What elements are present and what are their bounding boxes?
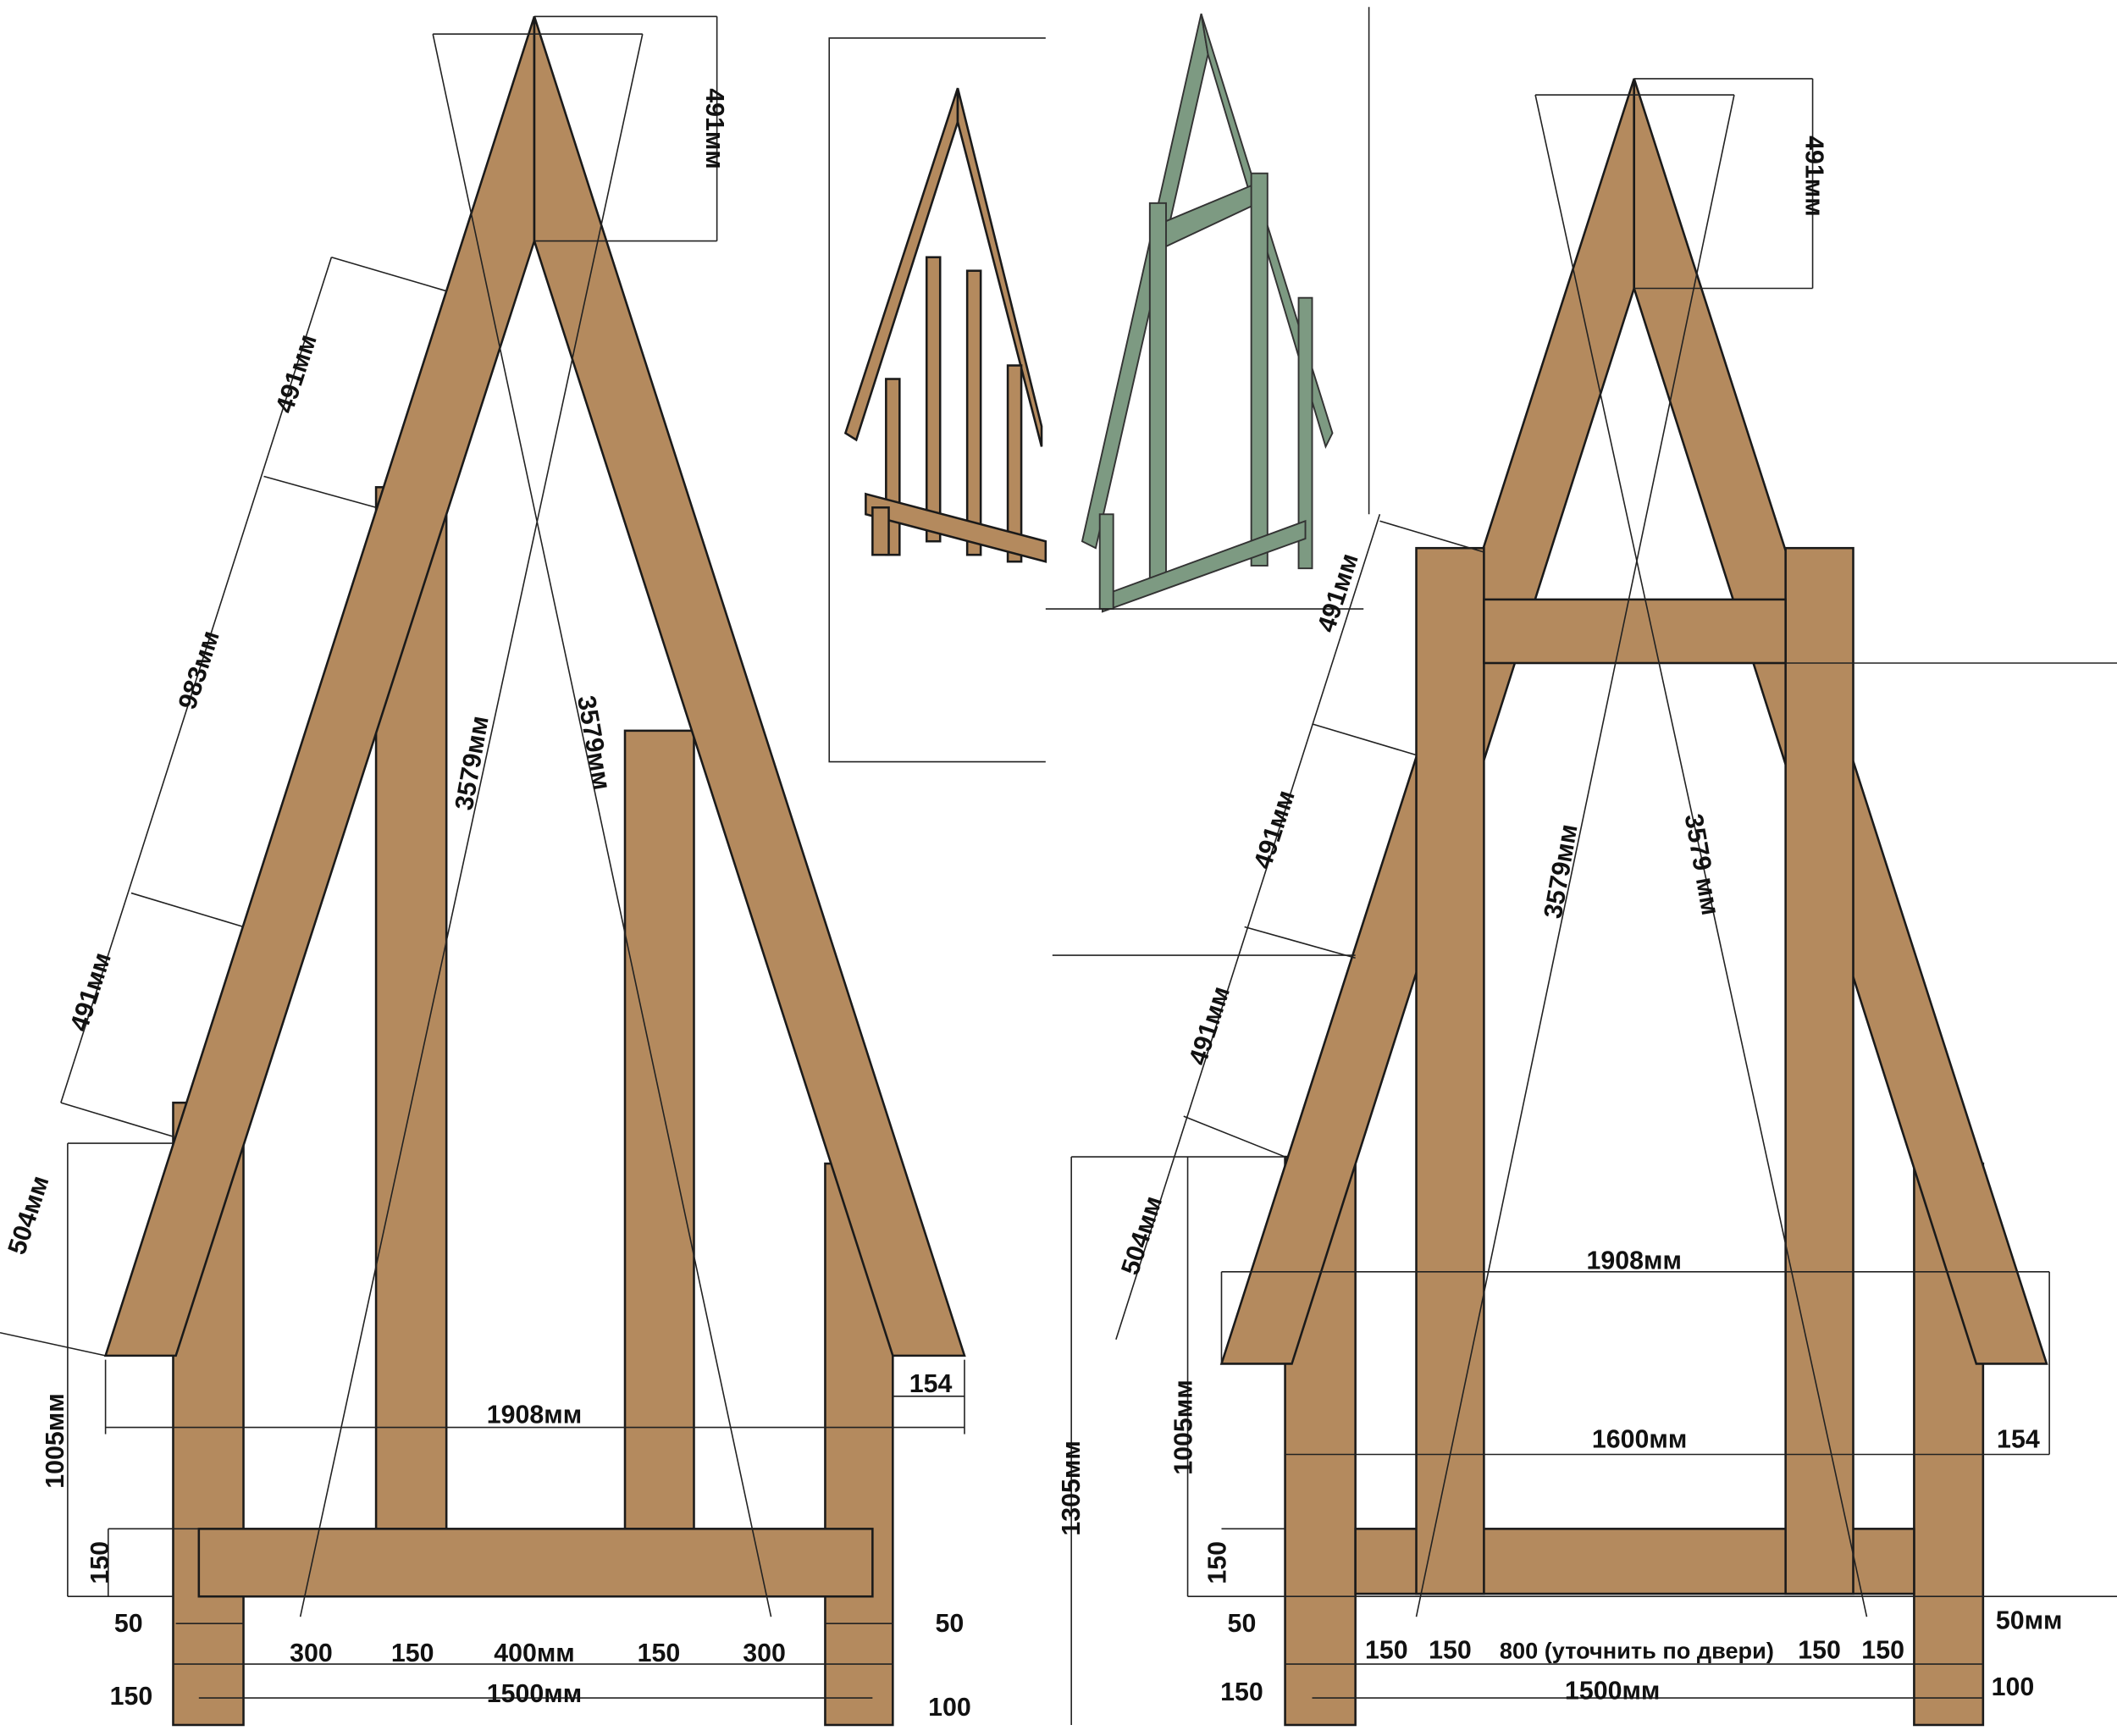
dim-label: 150 [110, 1683, 153, 1711]
dim-label: 3579мм [1539, 822, 1584, 921]
dim-label: 3579мм [450, 714, 495, 812]
right-dimension-lines [1052, 78, 2117, 1725]
dim-label: 150 [1429, 1637, 1472, 1665]
dim-label: 1908мм [487, 1402, 582, 1429]
left-dimension-lines [0, 15, 965, 1699]
dim-label: 1005мм [41, 1393, 69, 1488]
dim-label: 491мм [1184, 983, 1235, 1069]
dim-label: 50 [936, 1610, 965, 1638]
dim-label: 800 (уточнить по двери) [1500, 1638, 1774, 1664]
inset-3d-views [828, 7, 1370, 763]
dim-label: 150 [1861, 1637, 1904, 1665]
dim-label: 1005мм [1169, 1379, 1197, 1474]
dim-label: 150 [1365, 1637, 1408, 1665]
dim-label: 50мм [1996, 1607, 2063, 1635]
dim-label: 50 [1228, 1610, 1257, 1638]
dim-label: 504мм [3, 1172, 55, 1258]
dim-label: 300 [290, 1639, 333, 1667]
dim-label: 300 [743, 1639, 786, 1667]
dim-label: 150 [638, 1639, 681, 1667]
collar-beam [1483, 598, 1787, 665]
left-frame [103, 16, 966, 1727]
right-inner-post [623, 729, 695, 1530]
dim-label: 400мм [494, 1639, 575, 1667]
dim-label: 154 [909, 1370, 953, 1398]
left-inner-post [1415, 546, 1485, 1595]
dim-label: 50 [114, 1610, 143, 1638]
dim-label: 100 [928, 1694, 971, 1722]
dim-label: 150 [86, 1541, 114, 1584]
dim-label: 491мм [65, 949, 117, 1035]
right-inner-post [1784, 546, 1854, 1595]
right-rafter [533, 16, 966, 1357]
dim-label: 491мм [1313, 550, 1364, 636]
dim-label: 154 [1997, 1426, 2040, 1454]
dim-label: 150 [1203, 1541, 1231, 1584]
dim-label: 491мм [271, 331, 323, 417]
dim-label: 3579 мм [1679, 812, 1724, 918]
dim-label: 1908мм [1587, 1247, 1682, 1275]
inset-wood-frame [843, 87, 1047, 563]
left-rafter [103, 16, 536, 1357]
dim-label: 1305мм [1058, 1440, 1086, 1535]
dim-label: 150 [1798, 1637, 1841, 1665]
right-frame [1219, 78, 2048, 1727]
dim-label: 983мм [174, 628, 225, 713]
dim-label: 1500мм [1565, 1678, 1660, 1706]
dim-label: 100 [1992, 1673, 2035, 1701]
dim-label: 3579мм [572, 694, 616, 792]
dim-label: 150 [1220, 1678, 1263, 1706]
dim-label: 1500мм [487, 1680, 582, 1708]
inset-green-frame [1081, 13, 1334, 613]
dim-label: 491мм [1800, 135, 1828, 217]
dim-label: 491мм [700, 88, 728, 169]
dim-label: 1600мм [1592, 1426, 1687, 1454]
dim-label: 504мм [1116, 1192, 1168, 1278]
dim-label: 150 [391, 1639, 434, 1667]
dim-label: 491мм [1249, 787, 1301, 872]
bottom-beam [197, 1528, 874, 1598]
